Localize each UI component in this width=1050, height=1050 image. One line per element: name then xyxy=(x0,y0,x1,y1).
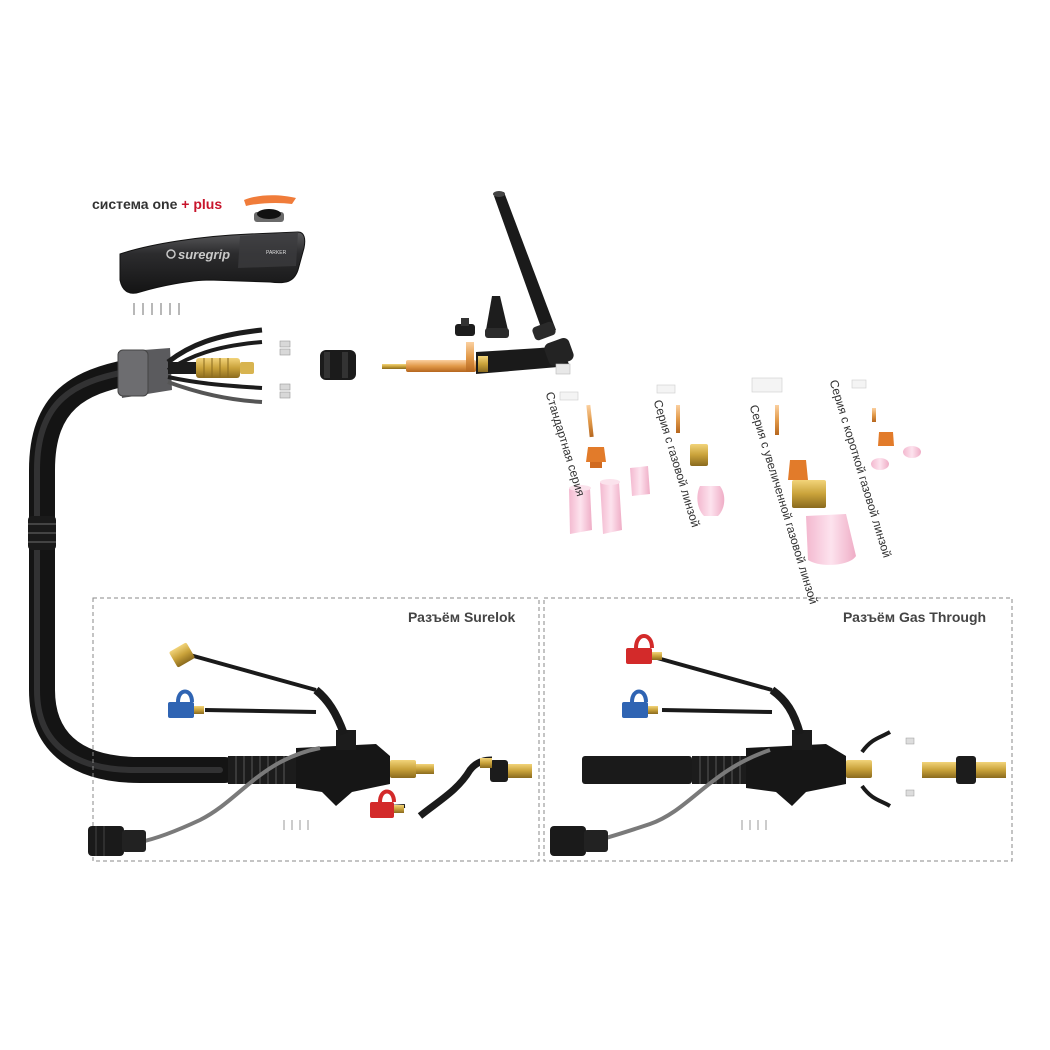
orange-clip xyxy=(244,195,296,206)
suregrip-handle: suregrip PARKER xyxy=(119,195,306,315)
control-plug xyxy=(88,826,146,856)
trigger-button xyxy=(254,209,284,222)
cable-joint-ring xyxy=(28,516,56,550)
handle-screws xyxy=(133,303,180,315)
surelok-connector-assembly xyxy=(88,642,532,856)
brand-prefix: система one xyxy=(92,196,178,212)
brass-power-connector xyxy=(168,358,254,378)
long-back-cap xyxy=(493,191,556,341)
head-body xyxy=(476,337,574,374)
blue-cap-gas xyxy=(622,689,658,718)
short-gas-lens-series-parts xyxy=(851,379,921,470)
gas-through-title: Разъём Gas Through xyxy=(843,609,987,625)
standard-series-parts xyxy=(559,391,650,534)
insulator xyxy=(555,363,571,375)
collet-body xyxy=(382,342,476,372)
surelok-title: Разъём Surelok xyxy=(408,609,516,625)
handle-logo-icon xyxy=(166,249,176,259)
surelok-box xyxy=(92,597,540,862)
surelok-adaptor xyxy=(480,758,532,782)
handle-badge-text: PARKER xyxy=(266,250,287,256)
surelok-screws xyxy=(283,820,309,830)
main-cable xyxy=(28,359,238,783)
red-cap-gas xyxy=(626,634,662,664)
blue-cap xyxy=(168,689,204,718)
gas-lens-series-parts xyxy=(656,384,725,516)
gas-through-screws xyxy=(741,820,767,830)
torch-head xyxy=(382,191,574,375)
brand-suffix: plus xyxy=(193,196,223,212)
short-back-cap xyxy=(455,318,475,336)
brand-plus-sign: + xyxy=(181,196,190,212)
system-one-plus-title: система one + plus xyxy=(92,196,222,212)
large-gas-lens-series-parts xyxy=(751,377,856,565)
rubber-sleeve xyxy=(320,350,356,380)
gas-through-adaptor xyxy=(922,756,1006,784)
control-plug-gas xyxy=(550,826,608,856)
red-cap xyxy=(370,789,406,818)
medium-back-cap xyxy=(485,296,509,338)
cable-head-assembly xyxy=(117,327,356,404)
gas-through-connector-assembly xyxy=(550,634,1006,856)
gas-through-box xyxy=(543,597,1013,862)
handle-logo-text: suregrip xyxy=(178,247,230,262)
